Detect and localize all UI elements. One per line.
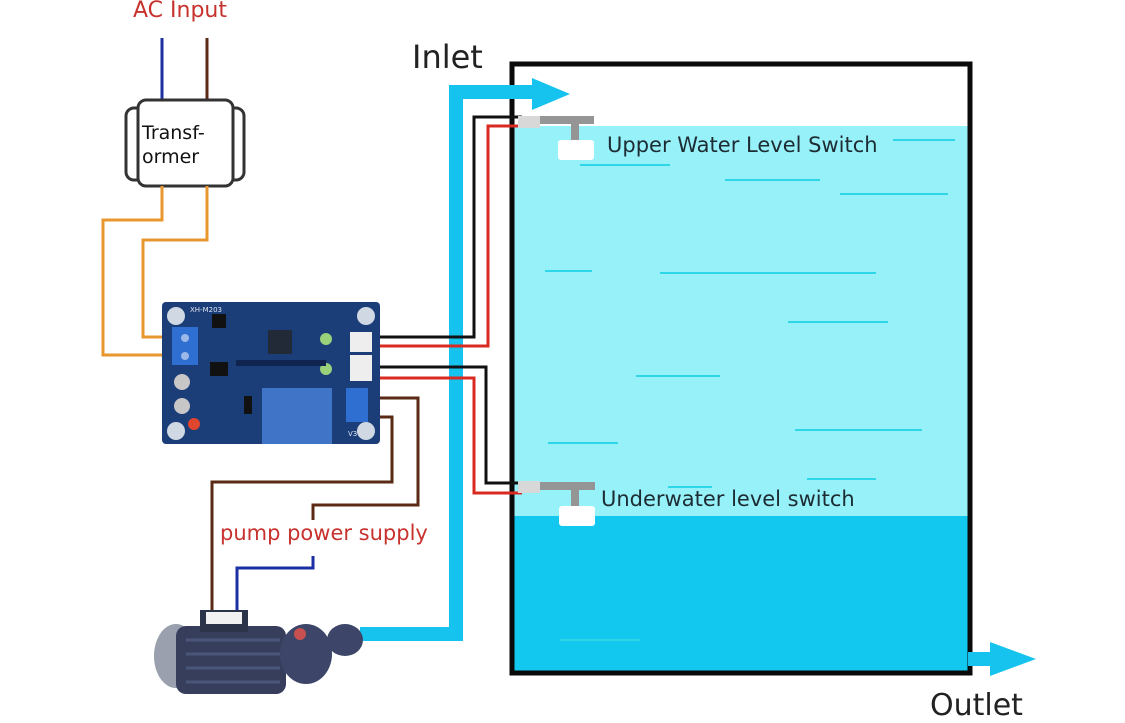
ac-input-label: AC Input [133,0,227,23]
water-pump [154,610,363,694]
outlet-label: Outlet [930,688,1023,723]
transformer-label: Transf- ormer [142,121,232,169]
water-ripples [545,139,955,641]
water-upper-region [514,126,969,518]
pump-neutral-wire [235,556,315,612]
water-tank [509,61,973,676]
relay-terminal-label: V3 [348,430,357,438]
pump-power-supply-label: pump power supply [220,521,428,545]
inlet-pipe [360,85,540,641]
upper-switch-wires [372,115,522,348]
upper-level-float-switch [518,116,594,160]
lower-switch-label: Underwater level switch [601,487,855,511]
transformer-label-line1: Transf- [142,122,205,144]
board-model-label: XH-M203 [190,306,222,314]
inlet-label: Inlet [412,38,483,76]
upper-switch-label: Upper Water Level Switch [607,133,878,157]
transformer [124,98,246,188]
inlet-arrow-icon [532,78,570,110]
lower-switch-wires [372,365,522,495]
transformer-label-line2: ormer [142,146,200,168]
outlet-arrow-icon [990,642,1036,676]
diagram-canvas: XH-M203 V3 [101,38,1036,694]
lower-level-float-switch [518,481,595,526]
control-board-xh-m203 [162,302,380,444]
water-lower-region [514,516,969,673]
transformer-output-wires [101,186,209,357]
